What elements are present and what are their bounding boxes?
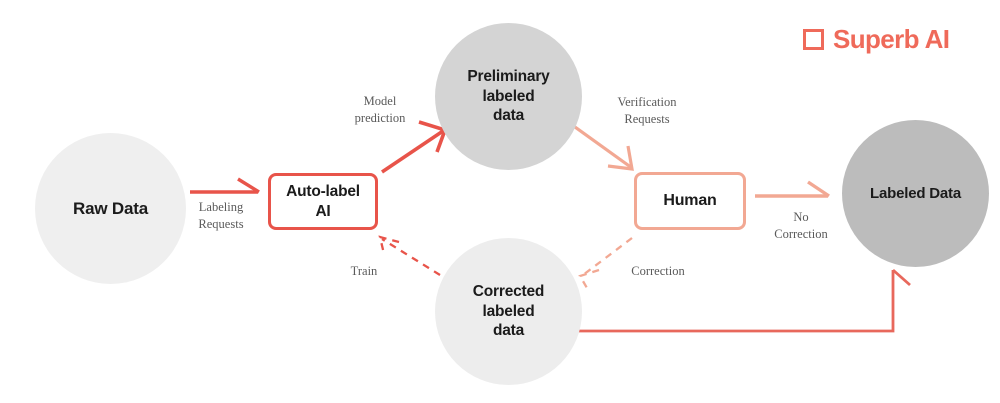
edge-labeling-requests (190, 177, 260, 194)
edge-no-correction (755, 180, 830, 198)
node-labeled-data[interactable]: Labeled Data (842, 120, 989, 267)
node-corrected-labeled-data[interactable]: Corrected labeled data (435, 238, 582, 385)
node-raw-data[interactable]: Raw Data (35, 133, 186, 284)
edge-verification-requests (567, 120, 634, 171)
square-outline-icon (803, 29, 824, 50)
edge-model-prediction (380, 120, 448, 174)
node-auto-label-ai-label: Auto-label AI (286, 182, 360, 220)
node-preliminary-labeled-data-label: Preliminary labeled data (467, 67, 550, 125)
node-labeled-data-label: Labeled Data (870, 184, 961, 202)
node-corrected-labeled-data-label: Corrected labeled data (472, 282, 545, 340)
edge-label-no-correction: No Correction (774, 210, 828, 241)
edge-train (378, 235, 441, 276)
edge-label-labeling-requests: Labeling Requests (198, 200, 244, 231)
node-human-label: Human (663, 191, 717, 209)
node-human[interactable]: Human (634, 172, 746, 230)
edge-label-correction: Correction (631, 264, 685, 278)
node-preliminary-labeled-data[interactable]: Preliminary labeled data (435, 23, 582, 170)
node-auto-label-ai[interactable]: Auto-label AI (268, 173, 378, 230)
edge-label-train: Train (350, 264, 378, 278)
edge-label-verification-requests: Verification Requests (617, 95, 677, 126)
node-raw-data-label: Raw Data (73, 198, 148, 218)
brand-name: Superb AI (833, 24, 950, 54)
edge-label-model-prediction: Model prediction (354, 94, 406, 125)
brand-logo: Superb AI (803, 24, 950, 55)
